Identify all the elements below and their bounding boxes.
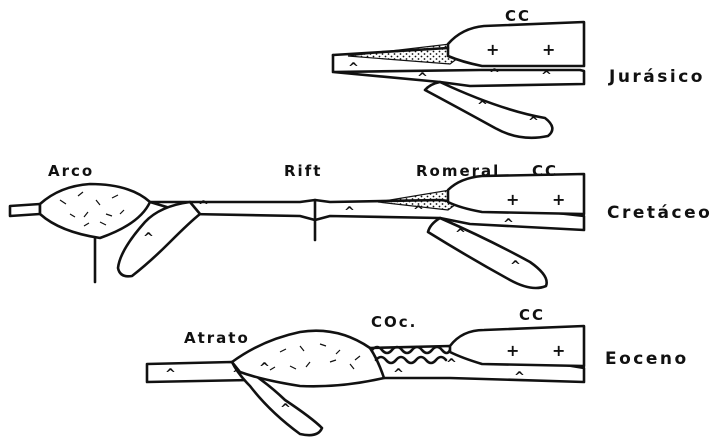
jurasico-oceanic-symbol: ^ xyxy=(541,69,552,84)
eoceno-label-atrato: Atrato xyxy=(184,329,250,347)
jurasico-oceanic-symbol: ^ xyxy=(417,71,428,86)
eoceno-oceanic-symbol: ^ xyxy=(280,402,291,417)
eoceno-oceanic-symbol: ^ xyxy=(165,367,176,382)
era-label-eoceno: Eoceno xyxy=(605,349,689,369)
cretaceo-oceanic-symbol: ^ xyxy=(198,199,209,214)
cretaceo-east-slab xyxy=(428,218,547,288)
era-label-cretaceo: Cretáceo xyxy=(607,203,712,223)
cretaceo-oceanic-symbol: ^ xyxy=(413,204,424,219)
jurasico-continental-symbol: + xyxy=(542,40,555,59)
cretaceo-label-rift: Rift xyxy=(284,162,322,180)
section-jurasico: ^ ^ ^ ^ ^ ^ + + CC Jurásico xyxy=(333,7,705,138)
jurasico-oceanic-symbol: ^ xyxy=(489,67,500,82)
cretaceo-oceanic-symbol: ^ xyxy=(510,259,521,274)
jurasico-oceanic-symbol: ^ xyxy=(477,99,488,114)
jurasico-oceanic-symbol: ^ xyxy=(348,61,359,76)
cretaceo-arc-body xyxy=(40,184,150,238)
cretaceo-continental-symbol: + xyxy=(552,190,565,209)
eoceno-oceanic-symbol: ^ xyxy=(393,367,404,382)
eoceno-continental-symbol: + xyxy=(506,341,519,360)
cretaceo-label-romeral: Romeral xyxy=(416,162,500,180)
section-cretaceo: ^ ^ ^ ^ ^ ^ ^ + + Arco Rift Romeral CC C… xyxy=(10,162,712,288)
eoceno-oceanic-symbol: ^ xyxy=(514,370,525,385)
cretaceo-label-arco: Arco xyxy=(48,162,94,180)
section-eoceno: ^ ^ ^ ^ ^ ^ ^ + + Atrato COc. CC Eoceno xyxy=(147,306,689,435)
cretaceo-oceanic-symbol: ^ xyxy=(344,205,355,220)
eoceno-oceanic-symbol: ^ xyxy=(446,357,457,372)
eoceno-label-coc: COc. xyxy=(371,313,417,331)
eoceno-arc-body xyxy=(232,331,384,387)
jurasico-continental-symbol: + xyxy=(486,40,499,59)
jurasico-continental-crust xyxy=(448,22,584,66)
cretaceo-oceanic-plate xyxy=(10,204,40,216)
era-label-jurasico: Jurásico xyxy=(608,67,705,87)
cretaceo-oceanic-symbol: ^ xyxy=(455,227,466,242)
cretaceo-oceanic-symbol: ^ xyxy=(503,217,514,232)
eoceno-continental-symbol: + xyxy=(552,341,565,360)
eoceno-label-cc: CC xyxy=(519,306,545,324)
cretaceo-continental-symbol: + xyxy=(506,190,519,209)
cretaceo-oceanic-symbol: ^ xyxy=(143,231,154,246)
eoceno-oceanic-symbol: ^ xyxy=(232,367,243,382)
cretaceo-label-cc: CC xyxy=(532,162,558,180)
eoceno-oceanic-symbol: ^ xyxy=(259,361,270,376)
jurasico-oceanic-symbol: ^ xyxy=(528,115,539,130)
jurasico-label-cc: CC xyxy=(505,7,531,25)
